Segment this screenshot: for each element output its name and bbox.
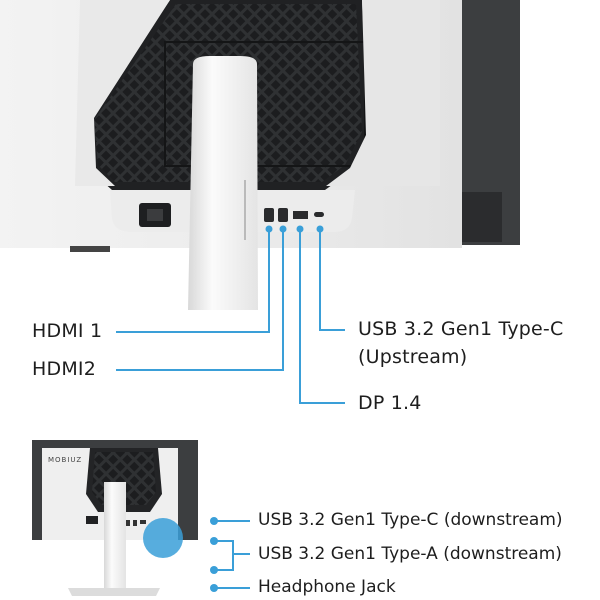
usb-c-port-icon (314, 212, 324, 217)
leader-lines (116, 228, 345, 404)
label-usbc-upstream-note: (Upstream) (358, 346, 468, 368)
brand-mark: MOBIUZ (48, 456, 83, 464)
displayport-icon (293, 211, 308, 219)
bullet-dot-icon (210, 517, 218, 592)
highlight-bubble (143, 518, 183, 558)
label-hdmi1: HDMI 1 (32, 320, 103, 342)
monitor-thumbnail (32, 440, 198, 596)
hdmi-port-icon (278, 208, 288, 222)
label-hdmi2: HDMI2 (32, 358, 97, 380)
label-dp: DP 1.4 (358, 392, 422, 414)
label-usba-downstream: USB 3.2 Gen1 Type-A (downstream) (258, 544, 562, 564)
label-usbc-upstream: USB 3.2 Gen1 Type-C (358, 318, 564, 340)
label-headphone-jack: Headphone Jack (258, 577, 396, 597)
hdmi-port-icon (264, 208, 274, 222)
monitor-stand (188, 56, 258, 310)
label-usbc-downstream: USB 3.2 Gen1 Type-C (downstream) (258, 510, 563, 530)
